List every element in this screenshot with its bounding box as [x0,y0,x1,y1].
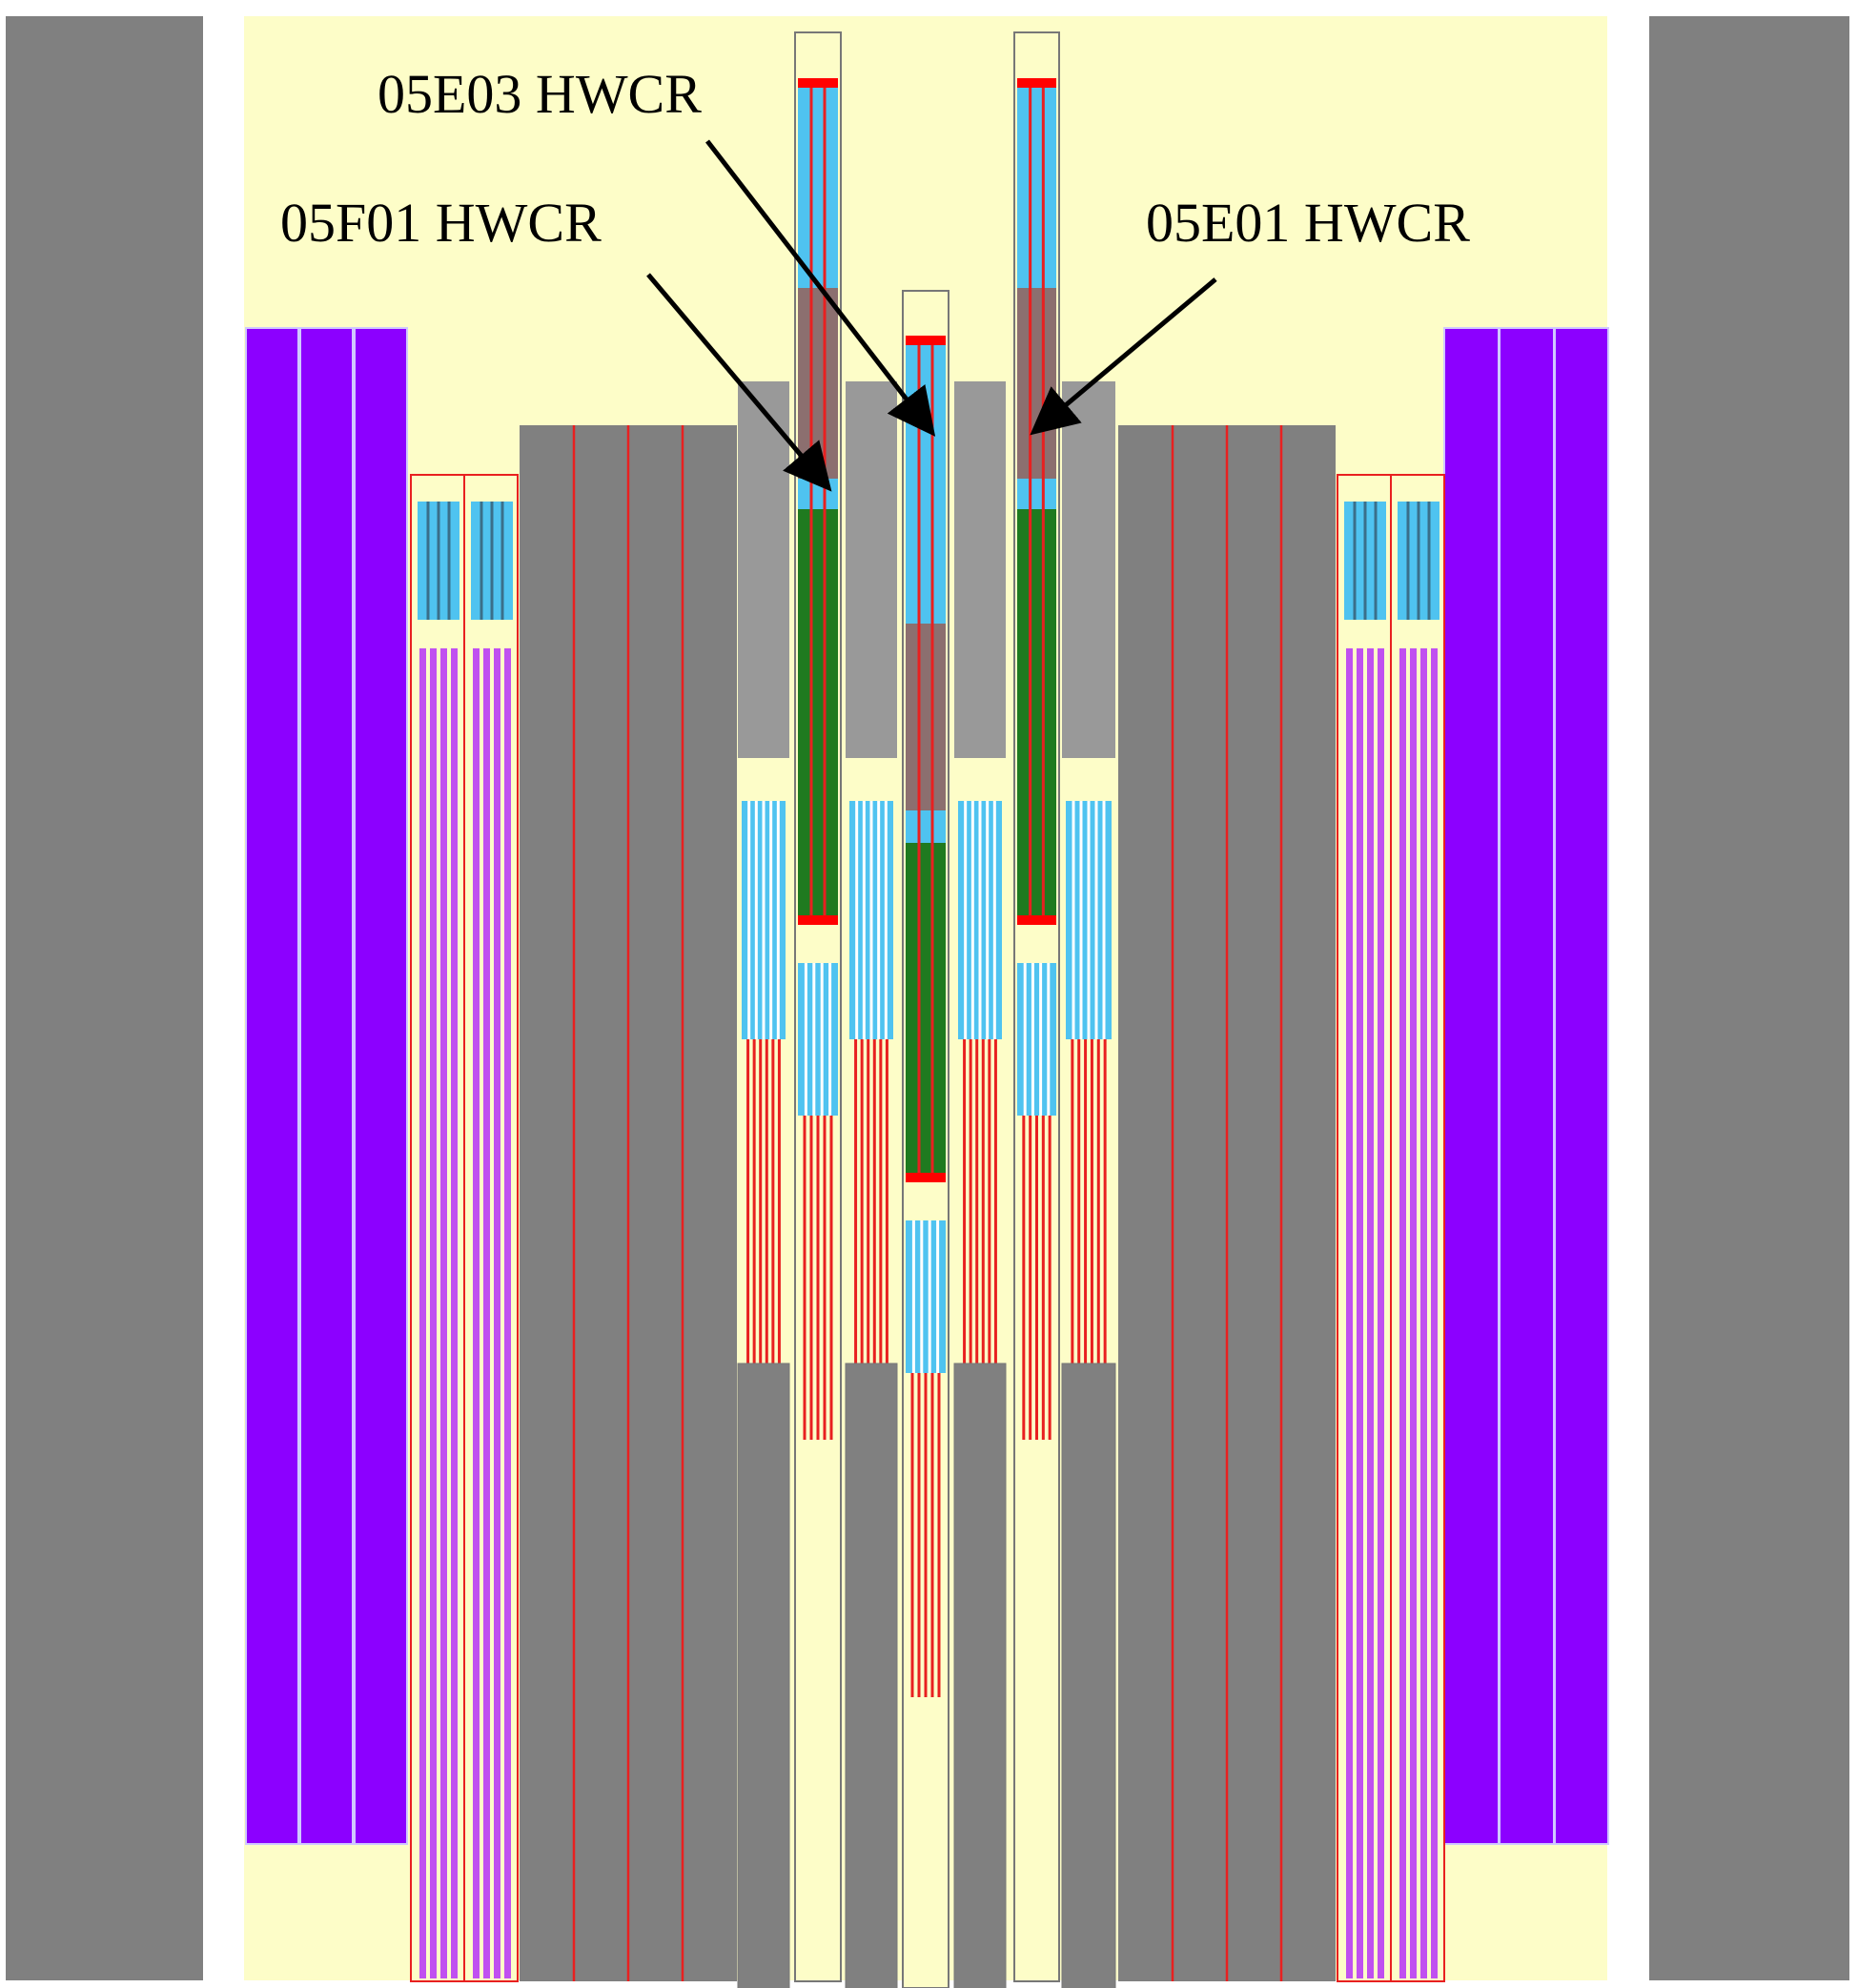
reflector-left-2 [354,327,408,1845]
label-05e03-hwcr: 05E03 HWCR [378,63,702,125]
fuel-column-3-gap [954,758,1006,794]
rod-05e01-cap-top [1017,78,1056,88]
outer-magenta-pin [430,648,437,1978]
outer-magenta-pin [1357,648,1363,1978]
arrow-icon [1030,277,1217,436]
outer-magenta-pin [483,648,490,1978]
fuel-column-2-outline [845,1363,898,1988]
rod-05f01-absorber [798,509,838,915]
outer-magenta-pin [1399,648,1406,1978]
outer-magenta-pin [1346,648,1353,1978]
fuel-column-2-gap [846,758,897,794]
label-layer: 05E03 HWCR 05F01 HWCR 05E01 HWCR [280,63,1470,254]
rod-05f01-upper-water [798,88,838,288]
label-05f01-hwcr: 05F01 HWCR [280,192,602,254]
reflector-right-2 [1554,327,1609,1845]
fuel-column-3-bottom [954,1363,1006,1988]
outer-gap [471,620,513,648]
arrow-layer [646,139,1217,492]
rod-05e01-absorber [1017,509,1056,915]
rod-05f01-mid [798,288,838,479]
arrow-icon [705,139,936,437]
outer-gap [1398,620,1439,648]
fuel-column-4-bottom [1062,1363,1115,1988]
fuel-column-1-top [738,381,789,758]
rod-05e03-upper-water [906,345,946,624]
rod-05e01-mid [1017,288,1056,479]
outer-magenta-pin [494,648,500,1978]
rod-05f01-lower-water [798,963,838,1116]
label-05e01-hwcr: 05E01 HWCR [1146,192,1470,254]
fuel-column-2-top [846,381,897,758]
rod-05e03-absorber [906,843,946,1173]
arrow-icon [646,273,832,492]
fuel-column-4-outline [1061,1363,1116,1988]
fuel-column-3-top [954,381,1006,758]
outer-magenta-pin [1431,648,1438,1978]
outer-magenta-pin [504,648,511,1978]
rod-05f01-cap-top [798,78,838,88]
rod-05f01-water-band [798,479,838,509]
fuel-column-1-gap [738,758,789,794]
rod-05e01-lower-water [1017,963,1056,1116]
fuel-column-3-outline [953,1363,1007,1988]
outer-magenta-pin [451,648,458,1978]
reflector-left-1 [299,327,354,1845]
rod-05f01-cap-bottom [798,915,838,925]
rod-05e03-mid [906,624,946,810]
outer-magenta-pin [1410,648,1417,1978]
outer-magenta-pin [419,648,426,1978]
rod-05e01-cap-bottom [1017,915,1056,925]
outer-magenta-pin [1420,648,1427,1978]
reflector-right-1 [1499,327,1555,1845]
fuel-column-1-bottom [738,1363,789,1988]
rod-05e03-water-band [906,810,946,843]
fuel-column-1-outline [737,1363,790,1988]
fuel-column-4-gap [1062,758,1115,794]
outer-gap [1344,620,1386,648]
rod-05e03-lower-water [906,1220,946,1373]
outer-magenta-pin [473,648,480,1978]
reflector-right-0 [1443,327,1500,1845]
core-layer [245,31,1609,1988]
outer-magenta-pin [1367,648,1374,1978]
rod-05e03-cap-top [906,336,946,345]
fuel-column-2-bottom [846,1363,897,1988]
rod-05e01-water-band [1017,479,1056,509]
fuel-column-4-top [1062,381,1115,758]
right-outer-wall [1649,16,1849,1980]
outer-magenta-pin [1378,648,1384,1978]
outer-gap [418,620,459,648]
reflector-left-0 [245,327,299,1845]
left-outer-wall [6,16,203,1980]
rod-05e03-cap-bottom [906,1173,946,1182]
outer-magenta-pin [440,648,447,1978]
rod-05e01-upper-water [1017,88,1056,288]
